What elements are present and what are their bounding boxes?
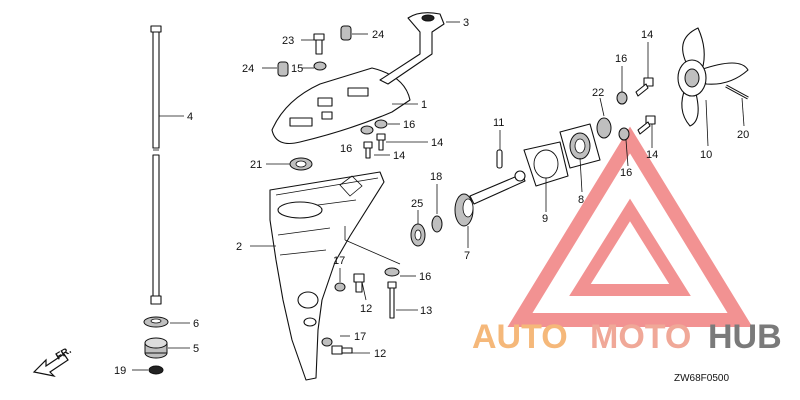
callout-19: 19	[114, 365, 126, 377]
propeller-shaft	[454, 170, 526, 227]
bolt-14-d	[637, 115, 656, 135]
diagram-code: ZW68F0500	[674, 373, 729, 384]
bolt-14-c	[635, 77, 654, 97]
dowel-pin-11	[496, 149, 503, 169]
callout-5: 5	[193, 343, 199, 355]
callout-24-left: 24	[242, 63, 254, 75]
bearing-25	[410, 223, 426, 247]
callout-labels: 4 6 5 19 2 1 3 23 24 24 15 21 16 14 16 1…	[114, 17, 749, 377]
watermark-word-auto: AUTO	[472, 318, 568, 356]
callout-16-e: 16	[620, 167, 632, 179]
bolt-13	[387, 281, 397, 319]
callout-14-c: 14	[641, 29, 653, 41]
callout-7: 7	[464, 250, 470, 262]
watermark-word-hub: HUB	[708, 318, 782, 356]
tiller-bracket	[379, 12, 445, 85]
washer-17-b	[321, 337, 333, 347]
callout-18: 18	[430, 171, 442, 183]
watermark-logo	[507, 126, 753, 327]
bolt-14-a	[376, 133, 386, 151]
washer-16-a	[360, 125, 374, 135]
propeller-10	[677, 27, 749, 127]
washer-18	[431, 215, 443, 233]
callout-24-upper: 24	[372, 29, 384, 41]
callout-23: 23	[282, 35, 294, 47]
watermark-word-moto: MOTO	[590, 318, 691, 356]
callout-15: 15	[291, 63, 303, 75]
callout-11: 11	[493, 117, 504, 129]
callout-16-a: 16	[403, 119, 415, 131]
washer-16-d	[616, 91, 628, 105]
cotter-pin-20	[725, 84, 749, 100]
gear-case	[269, 171, 385, 381]
bolt-12-a	[353, 273, 365, 293]
washer-16-b	[374, 119, 388, 129]
bolt-14-b	[363, 141, 373, 159]
callout-16-b: 16	[340, 143, 352, 155]
logo-outer-triangle	[507, 126, 753, 327]
direction-label: FR.	[54, 345, 74, 363]
bolt-12-b	[331, 345, 353, 355]
callout-17-b: 17	[354, 331, 366, 343]
washer-16-e	[618, 127, 630, 141]
callout-14-b: 14	[393, 150, 405, 162]
callout-21: 21	[250, 159, 262, 171]
callout-13: 13	[420, 305, 432, 317]
gasket-9	[523, 141, 569, 187]
washer-16-c	[384, 267, 400, 277]
cavitation-plate	[271, 67, 411, 145]
bolt-23	[313, 33, 325, 55]
forward-direction-arrow	[32, 353, 69, 377]
pinion-gear	[144, 337, 168, 359]
callout-25: 25	[411, 198, 423, 210]
callout-20: 20	[737, 129, 749, 141]
callout-16-c: 16	[419, 271, 431, 283]
callout-16-d: 16	[615, 53, 627, 65]
oil-seal-22	[596, 117, 612, 139]
collar-24-upper	[340, 25, 352, 41]
callout-6: 6	[193, 318, 199, 330]
leader-lines	[132, 21, 745, 371]
callout-4: 4	[187, 111, 193, 123]
callout-12-a: 12	[360, 303, 372, 315]
callout-10: 10	[700, 149, 712, 161]
callout-17-a: 17	[333, 255, 345, 267]
washer-17-a	[334, 282, 346, 292]
callout-3: 3	[463, 17, 469, 29]
callout-12-b: 12	[374, 348, 386, 360]
collar-24-left	[277, 61, 289, 77]
callout-1: 1	[421, 99, 427, 111]
callout-2: 2	[236, 241, 242, 253]
callout-22: 22	[592, 87, 604, 99]
callout-14-a: 14	[431, 137, 443, 149]
shaft-nut	[148, 365, 164, 375]
callout-14-d: 14	[646, 149, 658, 161]
logo-inner-triangle	[569, 198, 691, 296]
callout-8: 8	[578, 194, 584, 206]
callout-9: 9	[542, 213, 548, 225]
watermark-text: AUTO MOTO HUB	[472, 318, 782, 356]
nut-15	[313, 61, 327, 71]
drive-shaft	[150, 25, 162, 305]
